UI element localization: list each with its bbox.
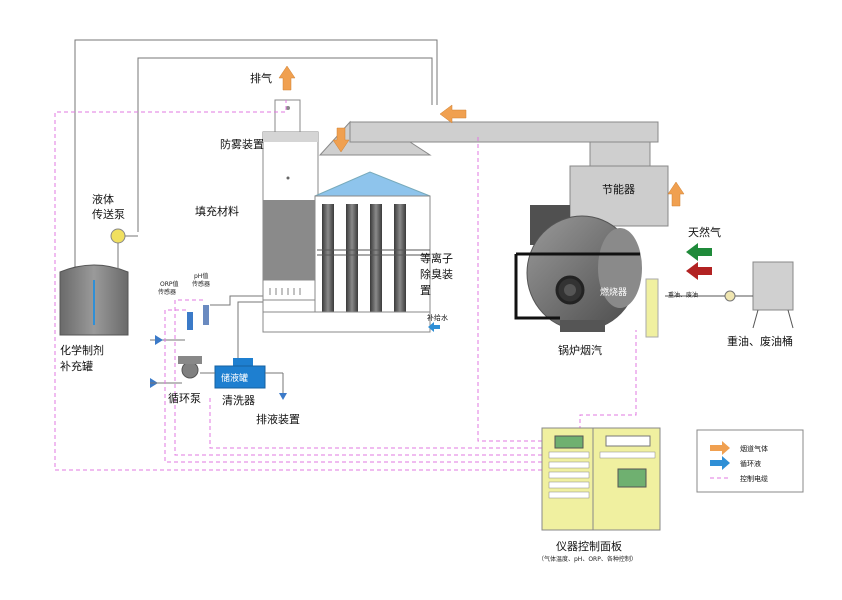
- flue-arrow-up: [667, 181, 685, 207]
- plasma-label-2: 除臭装: [420, 267, 453, 281]
- legend: 烟道气体 循环液 控制电缆: [696, 429, 804, 493]
- heavy-oil-label: 重油、废油: [668, 291, 698, 299]
- oil-tank: [665, 261, 794, 329]
- mist-device-label: 防雾装置: [220, 137, 264, 151]
- flue-arrow-left: [439, 104, 467, 124]
- ph-sensor-label-2: 传感器: [192, 280, 210, 288]
- burner-unit: [645, 278, 659, 338]
- flow-arrows: [278, 65, 712, 332]
- exhaust-arrow: [278, 65, 296, 91]
- scrubber-tower: [262, 99, 319, 333]
- chemical-tank: [59, 264, 129, 336]
- orp-sensor-label-2: 传感器: [158, 288, 176, 296]
- chem-tank-label-2: 补充罐: [60, 359, 93, 373]
- legend-flue-gas-icon: [710, 441, 730, 455]
- cleaner: 储液罐: [200, 358, 287, 400]
- packing-material-label: 填充材料: [195, 204, 239, 218]
- packing-layer: [263, 200, 318, 280]
- ph-sensor-label-1: pH值: [194, 272, 208, 280]
- burner-label: 燃烧器: [600, 286, 627, 298]
- economizer-label: 节能器: [602, 182, 635, 196]
- flue-arrow-down: [332, 127, 350, 153]
- legend-flue-gas: 烟道气体: [740, 444, 768, 453]
- control-panel: 仪器控制面板 （气体温度、pH、ORP、各种控制）: [538, 427, 661, 563]
- refill-water-arrow: [428, 322, 440, 332]
- process-pipes: [74, 39, 438, 360]
- circulation-pump-label: 循环泵: [168, 392, 201, 405]
- control-panel-sublabel: （气体温度、pH、ORP、各种控制）: [538, 555, 637, 563]
- legend-control-cable: 控制电缆: [740, 474, 768, 483]
- plasma-label-3: 置: [420, 284, 431, 297]
- cleaner-label: 清洗器: [222, 394, 255, 407]
- drain-device-label: 排液装置: [256, 412, 300, 426]
- boiler-flue-label: 锅炉烟汽: [558, 343, 602, 357]
- liquid-pump-label-1: 液体: [92, 192, 114, 206]
- natural-gas-arrow: [686, 243, 712, 261]
- chem-tank-label-1: 化学制剂: [60, 343, 104, 357]
- oil-tank-label: 重油、废油桶: [727, 334, 793, 348]
- plasma-unit: [262, 171, 431, 333]
- flue-duct: [318, 120, 659, 167]
- control-cables: [54, 100, 637, 471]
- legend-circulation: 循环液: [740, 459, 761, 468]
- heavy-oil-arrow: [686, 262, 712, 280]
- sensor-group: [150, 305, 209, 388]
- orp-sensor-label-1: ORP值: [160, 280, 179, 288]
- labels: 排气 防雾装置 填充材料 等离子 除臭装 置 补给水 液体 传送泵 化学制剂 补…: [60, 71, 793, 426]
- control-panel-label: 仪器控制面板: [556, 539, 622, 553]
- boiler: 燃烧器: [514, 205, 659, 338]
- liquid-pump: [110, 228, 138, 272]
- natural-gas-label: 天然气: [688, 225, 721, 239]
- exhaust-label: 排气: [250, 71, 272, 85]
- refill-water-label: 补给水: [427, 313, 448, 322]
- legend-circulation-icon: [710, 456, 730, 470]
- liquid-pump-label-2: 传送泵: [92, 207, 125, 221]
- sump-tank-label: 储液罐: [221, 372, 248, 384]
- plasma-label-1: 等离子: [420, 251, 453, 265]
